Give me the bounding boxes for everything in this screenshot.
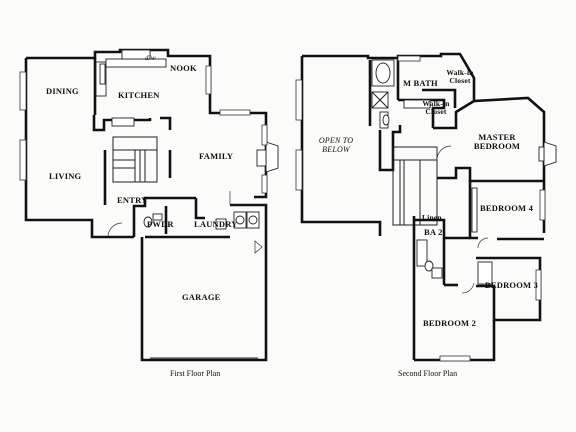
room-label-nook: NOOK — [170, 63, 197, 73]
room-label-master-bedroom: MASTER BEDROOM — [473, 132, 521, 152]
room-label-powder: PWDR — [147, 219, 174, 229]
room-label-linen: Linen — [422, 213, 442, 222]
room-label-entry: ENTRY — [117, 195, 148, 205]
first-floor-fixtures — [19, 49, 279, 359]
room-label-family: FAMILY — [199, 151, 234, 161]
room-label-kitchen: KITCHEN — [118, 90, 160, 100]
room-label-garage: GARAGE — [182, 292, 221, 302]
room-label-laundry: LAUNDRY — [194, 219, 238, 229]
dishwasher-label: d/w — [145, 54, 156, 62]
room-label-dining: DINING — [46, 86, 79, 96]
room-label-master-bath: M BATH — [403, 78, 438, 88]
second-floor-fixtures — [295, 55, 557, 362]
room-label-open-to-below: OPEN TO BELOW — [318, 136, 354, 155]
room-label-bedroom4: BEDROOM 4 — [480, 203, 534, 213]
room-label-bedroom2: BEDROOM 2 — [423, 318, 477, 328]
second-floor-caption: Second Floor Plan — [398, 369, 458, 378]
second-floor-walls — [300, 52, 546, 362]
room-label-walkin-closet-2: Walk-in Closet — [422, 99, 450, 116]
room-label-bedroom3: BEDROOM 3 — [485, 280, 539, 290]
room-label-walkin-closet-1: Walk-in Closet — [446, 68, 474, 85]
room-label-ba2: BA 2 — [424, 227, 443, 237]
first-floor-caption: First Floor Plan — [170, 369, 221, 378]
room-label-living: LIVING — [49, 171, 82, 181]
